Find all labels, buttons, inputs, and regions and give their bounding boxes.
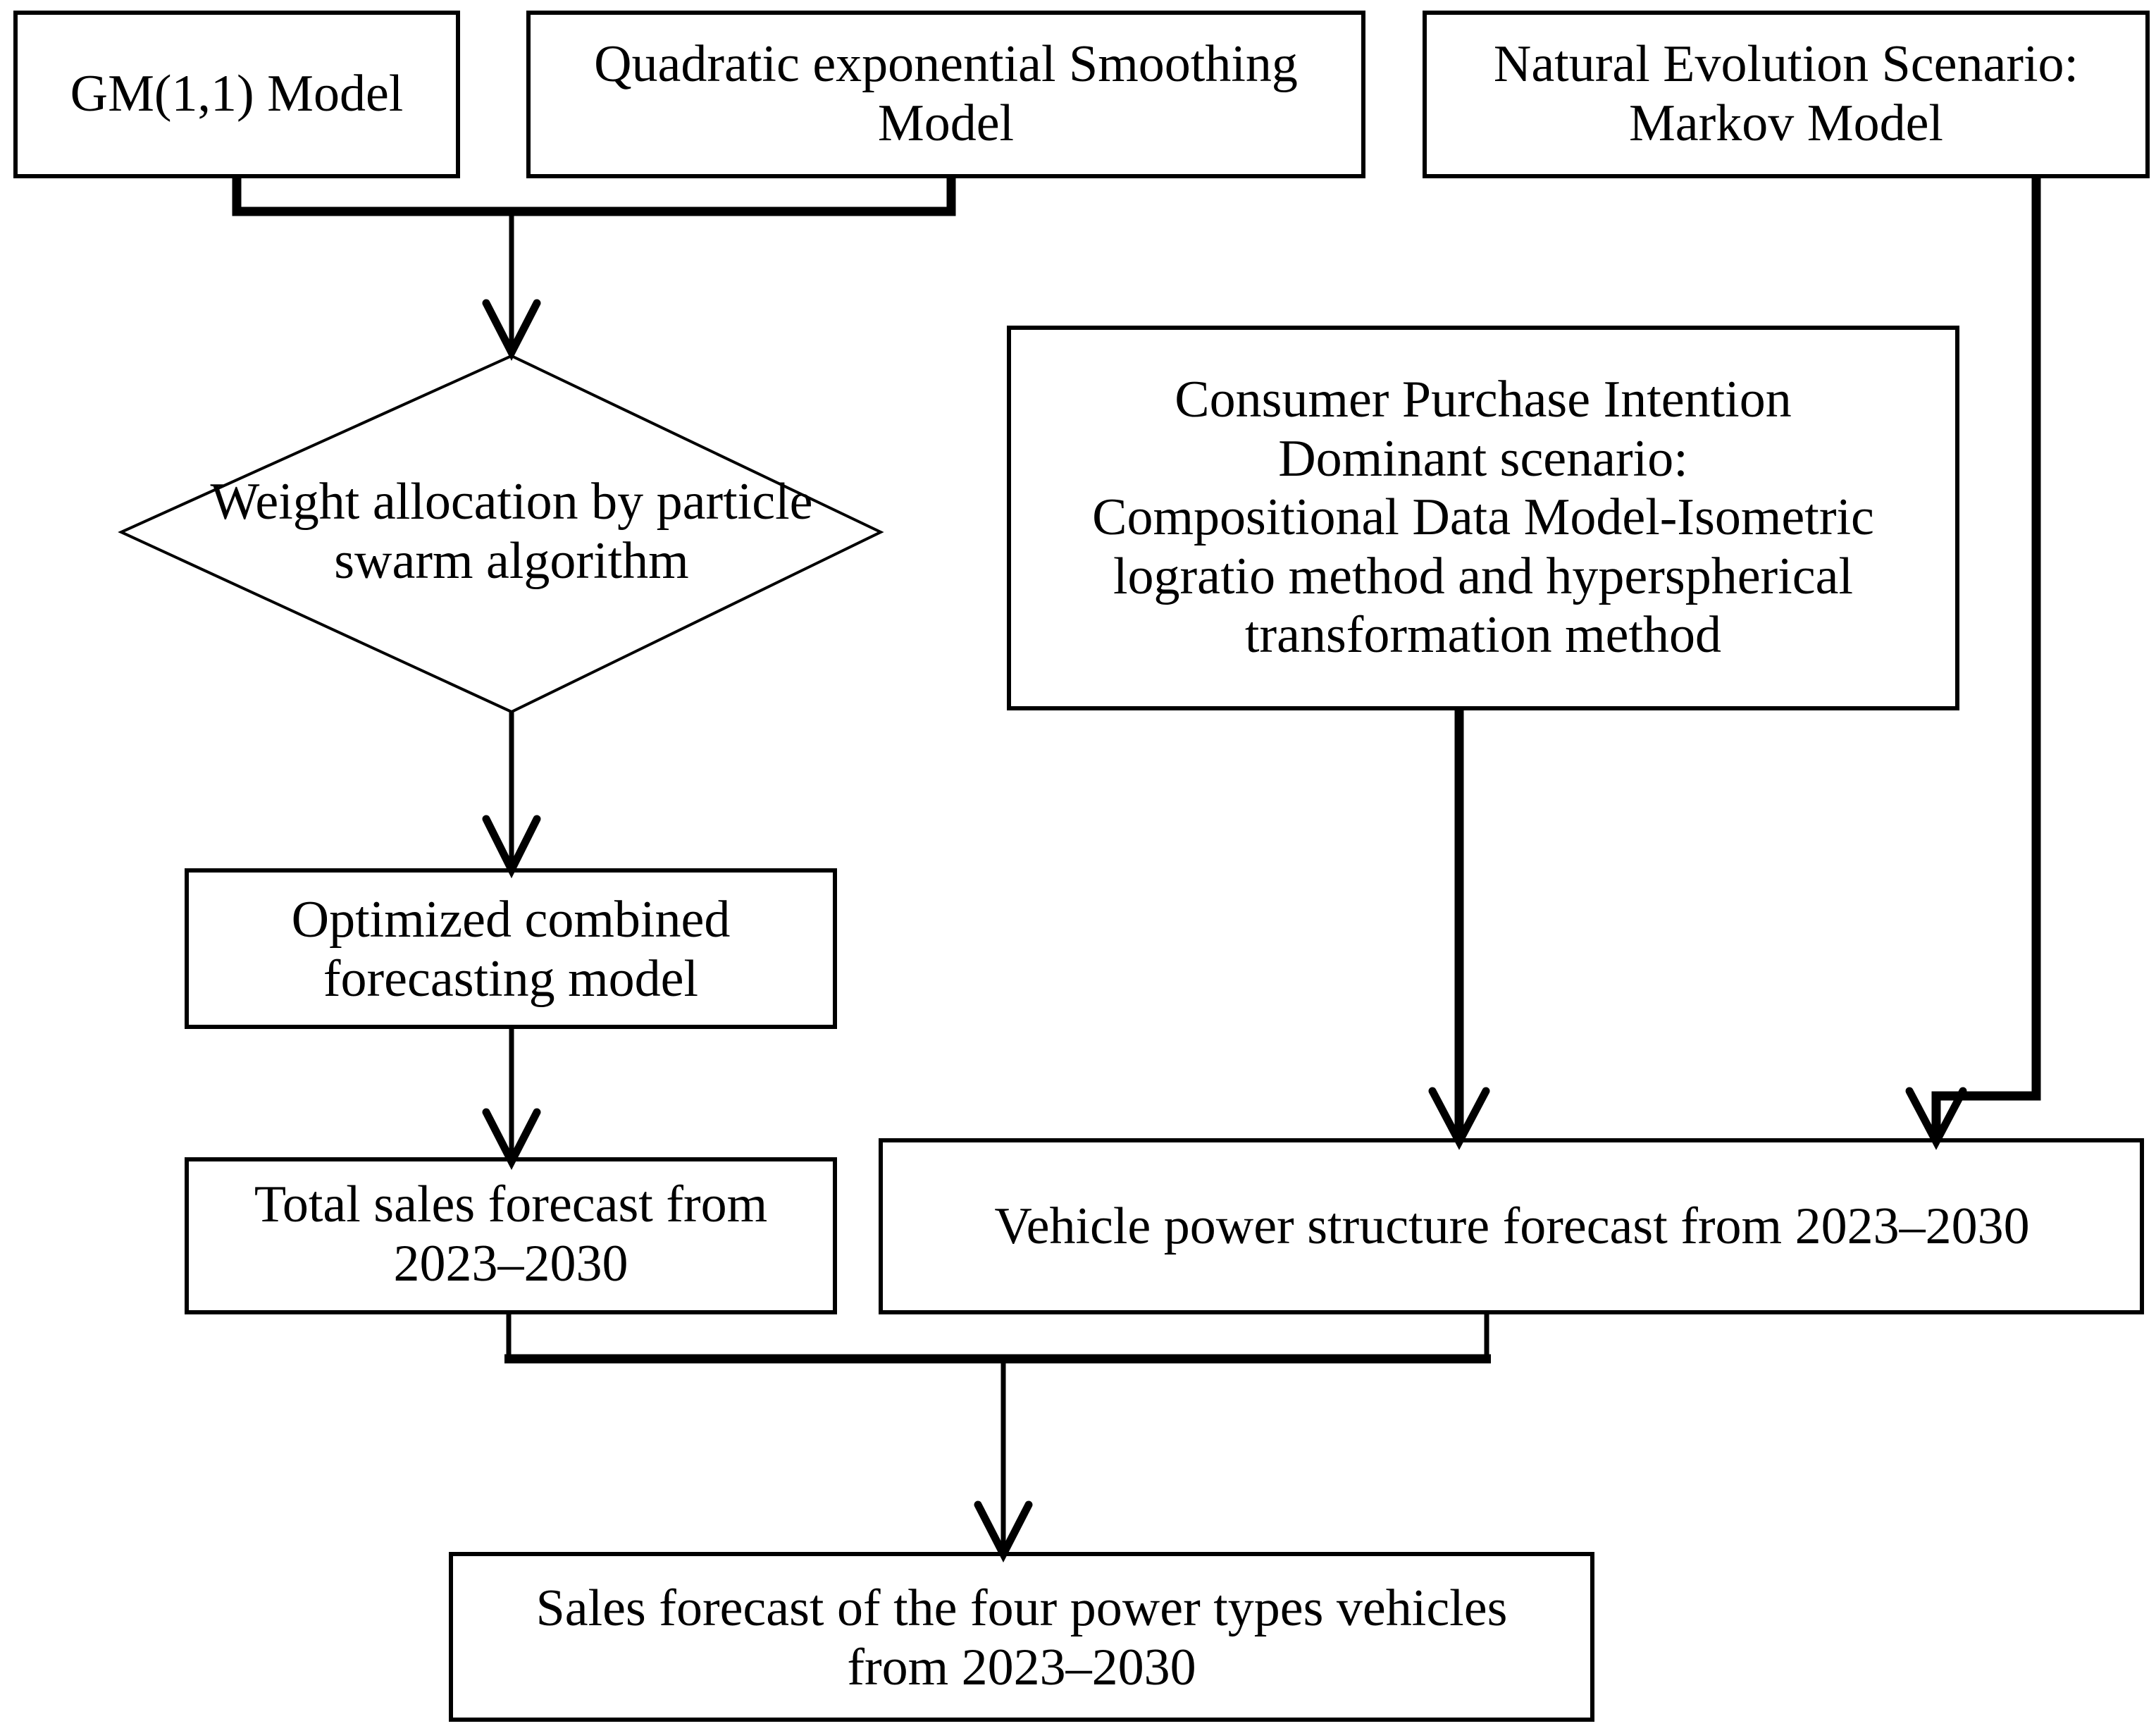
node-total-sales-shape[interactable] bbox=[185, 1157, 837, 1314]
edge-optimized-to-total-sales bbox=[482, 1027, 541, 1171]
edge-markov-to-vehicle-power bbox=[1905, 178, 2041, 1150]
edge-forecasts-to-sales-forecast bbox=[504, 1312, 1491, 1563]
node-quadratic-model-shape[interactable] bbox=[526, 11, 1365, 178]
node-consumer-intention-shape[interactable] bbox=[1007, 326, 1959, 710]
edge-models-to-weight-allocation bbox=[232, 178, 956, 362]
edge-consumer-to-vehicle-power bbox=[1428, 708, 1490, 1150]
node-vehicle-power-shape[interactable] bbox=[879, 1138, 2144, 1314]
edge-weight-allocation-to-optimized bbox=[482, 712, 541, 879]
node-gm-model-shape[interactable] bbox=[13, 11, 460, 178]
node-sales-forecast-shape[interactable] bbox=[449, 1552, 1594, 1722]
node-optimized-model-shape[interactable] bbox=[185, 868, 837, 1029]
node-weight-allocation-shape[interactable] bbox=[118, 354, 884, 714]
node-markov-model-shape[interactable] bbox=[1423, 11, 2150, 178]
